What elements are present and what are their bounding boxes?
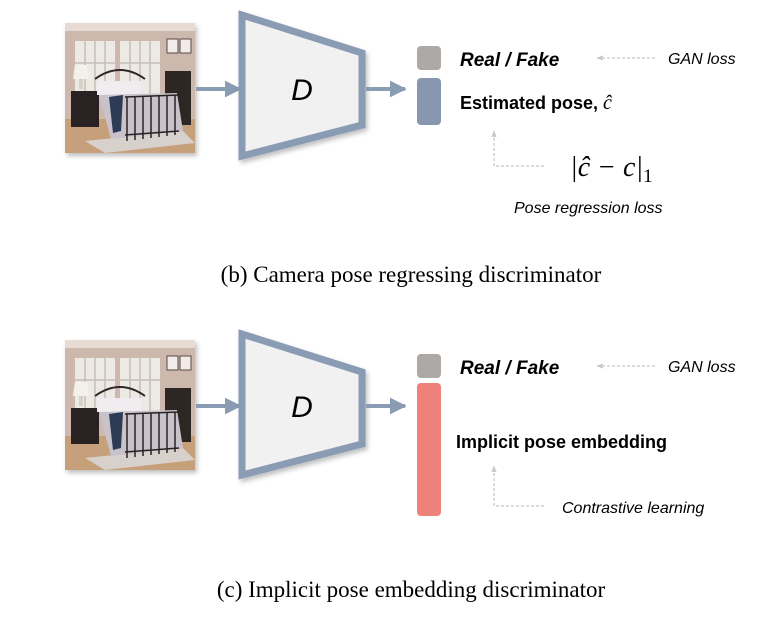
pose-output-box bbox=[417, 78, 441, 125]
panel-b: D Real / Fake GAN loss Estimated pose, ĉ… bbox=[65, 10, 736, 287]
caption-c: (c) Implicit pose embedding discriminato… bbox=[217, 577, 606, 602]
discriminator-label: D bbox=[291, 391, 313, 424]
estimated-pose-label: Estimated pose, ĉ bbox=[460, 92, 613, 114]
formula-text: |ĉ − c| bbox=[570, 152, 643, 183]
pose-regression-loss-label: Pose regression loss bbox=[514, 200, 663, 217]
real-fake-output-box bbox=[417, 46, 441, 70]
real-fake-label: Real / Fake bbox=[460, 50, 560, 71]
l1-loss-formula: |ĉ − c|1 bbox=[570, 152, 653, 187]
implicit-pose-embedding-label: Implicit pose embedding bbox=[456, 432, 667, 452]
estimated-pose-text: Estimated pose, bbox=[460, 93, 603, 113]
real-fake-label: Real / Fake bbox=[460, 358, 560, 379]
formula-subscript: 1 bbox=[643, 166, 653, 187]
contrastive-loss-arrow bbox=[491, 465, 544, 507]
c-hat-symbol: ĉ bbox=[603, 92, 613, 114]
input-image-bedroom bbox=[65, 23, 195, 153]
gan-loss-label: GAN loss bbox=[668, 51, 736, 68]
real-fake-output-box bbox=[417, 354, 441, 378]
contrastive-learning-label: Contrastive learning bbox=[562, 500, 704, 517]
embedding-output-box bbox=[417, 383, 441, 516]
discriminator-label: D bbox=[291, 74, 313, 107]
discriminator-trapezoid bbox=[238, 329, 366, 480]
discriminator-trapezoid bbox=[238, 10, 366, 161]
panel-c: D Real / Fake GAN loss Implicit pose emb… bbox=[65, 329, 736, 602]
pose-loss-arrow bbox=[491, 130, 544, 167]
gan-loss-label: GAN loss bbox=[668, 359, 736, 376]
input-image-bedroom bbox=[65, 340, 195, 470]
caption-b: (b) Camera pose regressing discriminator bbox=[221, 262, 602, 287]
